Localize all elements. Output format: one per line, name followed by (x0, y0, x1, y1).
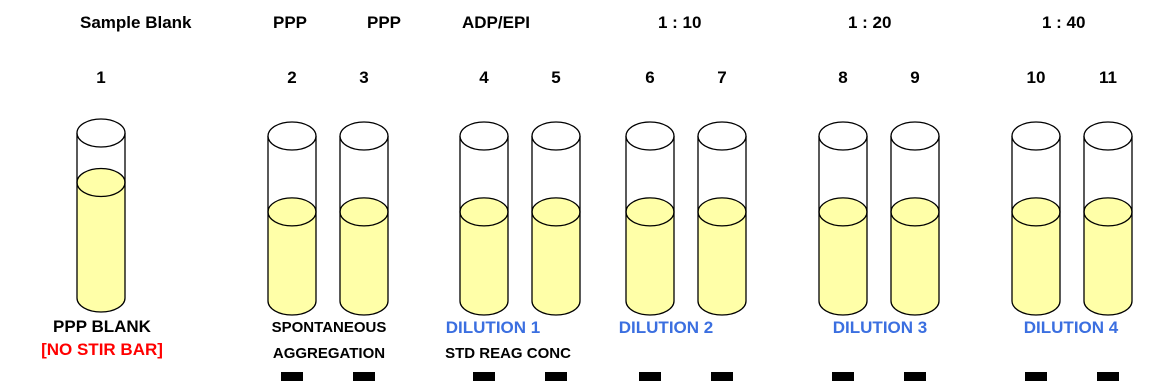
tube-number-5: 5 (551, 68, 561, 87)
tube-1-rim (76, 118, 126, 148)
tube-2-outline (267, 136, 317, 316)
tube-1-liquid-surface (76, 167, 126, 198)
label-spontaneous: SPONTANEOUS (271, 319, 387, 336)
header-sample-blank: Sample Blank (80, 13, 192, 32)
stir-bar-7 (711, 372, 733, 381)
tube-number-7: 7 (717, 68, 727, 87)
label-dilution-3: DILUTION 3 (832, 318, 928, 337)
tube-6-outline (625, 136, 675, 316)
tube-number-8: 8 (838, 68, 848, 87)
tube-11-liquid (1084, 211, 1132, 315)
tube-1-outline (76, 133, 126, 313)
label-std-reag-conc: STD REAG CONC (445, 345, 571, 362)
tube-5-liquid (532, 211, 580, 315)
tube-4-liquid (460, 211, 508, 315)
tube-5-liquid-surface (531, 197, 581, 227)
stir-bar-6 (639, 372, 661, 381)
tube-number-11: 11 (1099, 68, 1117, 87)
tube-8-rim (818, 121, 868, 151)
header-ppp-1: PPP (273, 13, 308, 32)
label-dilution-2: DILUTION 2 (618, 318, 714, 337)
stir-bar-5 (545, 372, 567, 381)
stir-bar-10 (1025, 372, 1047, 381)
stir-bar-3 (353, 372, 375, 381)
stir-bar-8 (832, 372, 854, 381)
tube-9-outline (890, 136, 940, 316)
tube-9-liquid (891, 211, 939, 315)
tube-number-10: 10 (1026, 68, 1046, 87)
tube-2-rim (267, 121, 317, 151)
tube-number-2: 2 (287, 68, 297, 87)
tube-1-liquid (77, 182, 125, 312)
tube-number-3: 3 (359, 68, 369, 87)
tube-number-6: 6 (645, 68, 655, 87)
stir-bar-11 (1097, 372, 1119, 381)
label-ppp-blank: PPP BLANK (53, 317, 151, 336)
tube-7-outline (697, 136, 747, 316)
tube-6-rim (625, 121, 675, 151)
tube-5-rim (531, 121, 581, 151)
tube-6-liquid-surface (625, 197, 675, 227)
tube-number-9: 9 (910, 68, 920, 87)
tube-4-outline (459, 136, 509, 316)
tube-7-liquid (698, 211, 746, 315)
tube-9-liquid-surface (890, 197, 940, 227)
tube-number-4: 4 (479, 68, 489, 87)
tube-5-outline (531, 136, 581, 316)
tube-2-liquid-surface (267, 197, 317, 227)
stir-bar-9 (904, 372, 926, 381)
label-no-stir-bar: [NO STIR BAR] (41, 340, 163, 359)
tube-11-liquid-surface (1083, 197, 1133, 227)
tube-8-liquid-surface (818, 197, 868, 227)
tube-8-liquid (819, 211, 867, 315)
tube-number-1: 1 (96, 68, 106, 87)
tube-8-outline (818, 136, 868, 316)
header-adp-epi: ADP/EPI (462, 13, 531, 32)
stir-bar-2 (281, 372, 303, 381)
header-dilution-1-20: 1 : 20 (848, 13, 892, 32)
header-ppp-2: PPP (367, 13, 402, 32)
tube-4-rim (459, 121, 509, 151)
tube-9-rim (890, 121, 940, 151)
tube-10-liquid (1012, 211, 1060, 315)
header-dilution-1-10: 1 : 10 (658, 13, 702, 32)
tube-10-liquid-surface (1011, 197, 1061, 227)
tube-7-rim (697, 121, 747, 151)
tube-6-liquid (626, 211, 674, 315)
tube-3-liquid (340, 211, 388, 315)
label-aggregation: AGGREGATION (272, 345, 386, 362)
tube-2-liquid (268, 211, 316, 315)
tube-3-liquid-surface (339, 197, 389, 227)
label-dilution-4: DILUTION 4 (1023, 318, 1119, 337)
tube-10-rim (1011, 121, 1061, 151)
label-dilution-1: DILUTION 1 (445, 318, 541, 337)
tube-10-outline (1011, 136, 1061, 316)
tube-3-outline (339, 136, 389, 316)
tube-3-rim (339, 121, 389, 151)
header-dilution-1-40: 1 : 40 (1042, 13, 1086, 32)
tube-4-liquid-surface (459, 197, 509, 227)
tube-11-outline (1083, 136, 1133, 316)
tube-7-liquid-surface (697, 197, 747, 227)
stir-bar-4 (473, 372, 495, 381)
tube-11-rim (1083, 121, 1133, 151)
